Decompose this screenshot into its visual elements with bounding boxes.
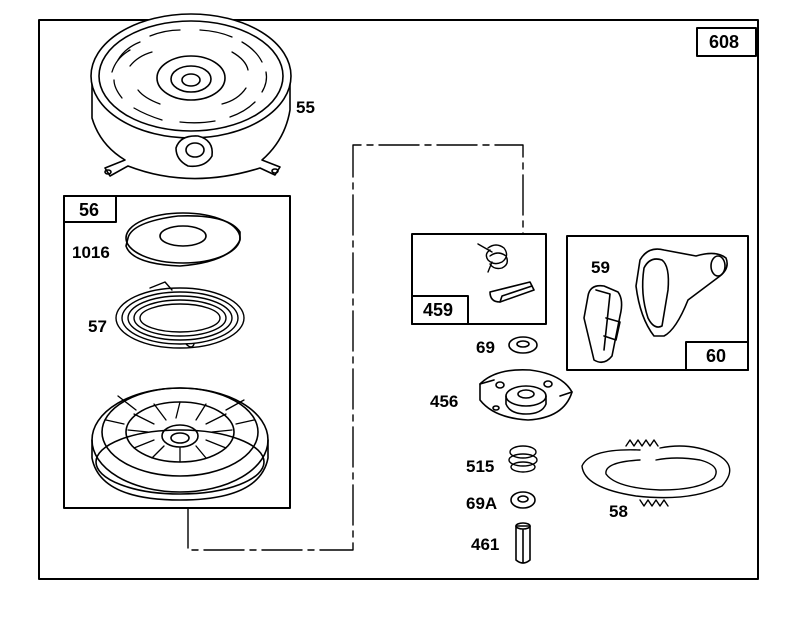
- pawl: [489, 281, 535, 303]
- starter-housing-part-55: [90, 13, 292, 180]
- box-459-label-frame: [411, 295, 469, 325]
- part-label-59: 59: [591, 258, 610, 277]
- washer-part-1016: [125, 212, 241, 267]
- part-label-515: 515: [466, 457, 495, 476]
- pawl-spring: [477, 243, 509, 273]
- pawl-kit-box-459: [411, 233, 547, 325]
- part-label-69: 69: [476, 338, 495, 357]
- spring-part-515: [508, 445, 538, 473]
- part-label-459: 459: [423, 300, 454, 320]
- part-label-57: 57: [88, 317, 107, 336]
- figure-number-box: [696, 27, 757, 57]
- pin-part-461: [515, 522, 531, 564]
- handle-insert-part-59: [583, 284, 623, 364]
- part-label-461: 461: [471, 535, 500, 554]
- washer-part-69a: [510, 491, 536, 509]
- part-label-1016: 1016: [72, 243, 110, 262]
- handle-assembly-box-60: [566, 235, 749, 371]
- starter-rope-part-58: [581, 439, 731, 507]
- part-label-58: 58: [609, 502, 628, 521]
- outer-frame: [38, 19, 759, 580]
- ratchet-part-456: [479, 368, 573, 421]
- starter-pulley: [91, 387, 269, 501]
- part-label-456: 456: [430, 392, 459, 411]
- part-label-55: 55: [296, 98, 315, 117]
- dashed-connector: [187, 144, 524, 551]
- washer-part-69: [508, 336, 538, 354]
- figure-number: 608: [709, 32, 740, 52]
- recoil-spring-part-57: [115, 281, 245, 349]
- pulley-assembly-box-56: [63, 195, 291, 509]
- part-label-60: 60: [706, 346, 727, 366]
- part-label-56: 56: [79, 200, 100, 220]
- box-60-label-frame: [685, 341, 749, 371]
- part-label-69a: 69A: [466, 494, 498, 513]
- starter-handle: [635, 248, 728, 337]
- box-56-label-frame: [63, 195, 117, 223]
